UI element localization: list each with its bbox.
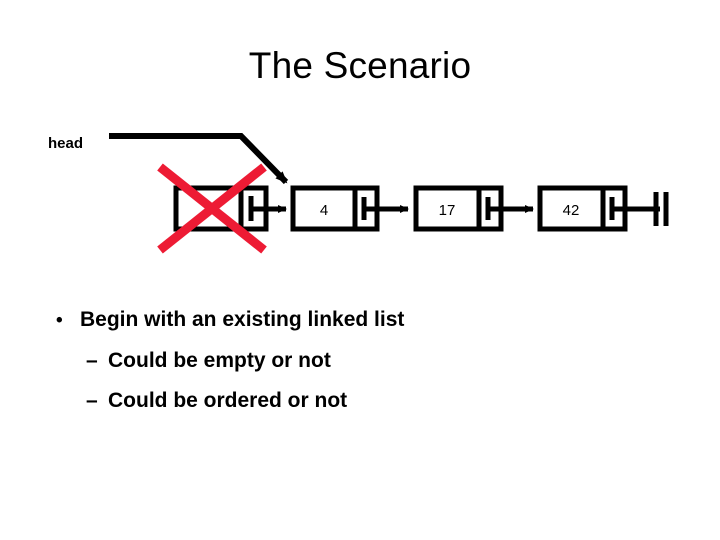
node-42: 42: [537, 185, 628, 232]
linked-list-diagram: 4 17 42 head: [48, 133, 669, 254]
page-title: The Scenario: [248, 45, 472, 86]
list-item-label: Begin with an existing linked list: [80, 308, 405, 331]
head-pointer-line: [109, 133, 289, 185]
list-item-label: Could be ordered or not: [108, 389, 348, 412]
null-terminator-icon: [612, 192, 669, 226]
list-item: –Could be ordered or not: [56, 381, 656, 421]
bullet-list: • Begin with an existing linked list –Cou…: [56, 300, 656, 421]
list-item: –Could be empty or not: [56, 341, 656, 381]
dash-marker: –: [86, 349, 98, 372]
head-label: head: [48, 135, 83, 152]
dash-marker: –: [86, 389, 98, 412]
node-42-value: 42: [563, 202, 580, 219]
node-4-value: 4: [320, 202, 328, 219]
bullet-marker: •: [56, 310, 63, 331]
list-item: • Begin with an existing linked list: [56, 300, 656, 341]
node-4: 4: [290, 185, 409, 232]
strikeout-x-icon: [157, 163, 267, 254]
list-item-label: Could be empty or not: [108, 349, 331, 372]
node-17-value: 17: [439, 202, 456, 219]
node-17: 17: [413, 185, 534, 232]
